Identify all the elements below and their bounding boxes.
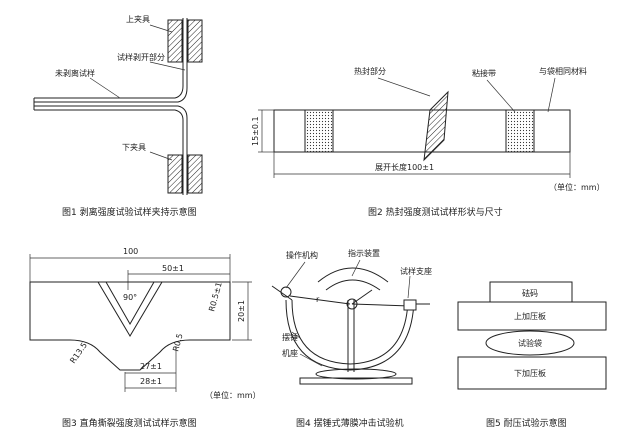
fig2-caption: 图2 热封强度测试试样形状与尺寸 bbox=[368, 206, 503, 218]
sample-strip-lower-inner bbox=[34, 109, 184, 195]
sample-strip-upper-inner bbox=[34, 18, 188, 103]
v-notch bbox=[97, 281, 163, 337]
lower-clamp-left bbox=[167, 154, 183, 194]
fig3-unit-label: （单位：mm） bbox=[205, 390, 261, 400]
fig5-caption: 图5 耐压试验示意图 bbox=[486, 417, 567, 429]
peeled-part-label: 试样剥开部分 bbox=[117, 52, 165, 62]
r05b-label: R0.5 bbox=[171, 333, 184, 353]
upper-clamp-label: 上夹具 bbox=[126, 14, 150, 24]
length-dim-label: 展开长度100±1 bbox=[375, 162, 434, 172]
weight-label: 砝码 bbox=[522, 288, 538, 298]
lower-clamp-label: 下夹具 bbox=[122, 142, 146, 152]
fig4-pendulum-impact-tester: 操作机构 指示装置 试样支座 摆锤 机座 r 图4 摆锤式薄膜冲击试验机 bbox=[271, 248, 432, 429]
dim-20-label: 20±1 bbox=[237, 300, 246, 322]
r-label: r bbox=[316, 295, 320, 304]
upper-plate-label: 上加压板 bbox=[514, 311, 546, 321]
adhesive-tape-left bbox=[304, 109, 334, 153]
fig4-caption: 图4 摆锤式薄膜冲击试验机 bbox=[296, 417, 404, 429]
sample-strip-lower bbox=[34, 105, 188, 195]
fig2-unit-label: （单位：mm） bbox=[549, 182, 605, 192]
dim-27-label: 27±1 bbox=[140, 362, 162, 371]
r05-label: R0.5±1 bbox=[207, 281, 223, 312]
lower-plate-label: 下加压板 bbox=[514, 368, 546, 378]
test-bag-label: 试验袋 bbox=[518, 338, 542, 348]
indicator-label: 指示装置 bbox=[348, 248, 380, 258]
lower-clamp-right bbox=[187, 154, 203, 194]
indicator-scale bbox=[317, 267, 389, 283]
fig5-pressure-test: 砝码 上加压板 试验袋 下加压板 图5 耐压试验示意图 bbox=[457, 281, 607, 429]
sample-strip-upper bbox=[34, 18, 184, 99]
pendulum-arc bbox=[285, 299, 415, 371]
heat-seal-part bbox=[423, 90, 449, 162]
adhesive-tape-right bbox=[505, 109, 535, 153]
sample-support-label: 试样支座 bbox=[400, 266, 432, 276]
dim-50-label: 50±1 bbox=[162, 264, 184, 273]
dim-100-label: 100 bbox=[123, 247, 138, 256]
adhesive-tape-label: 粘接带 bbox=[472, 68, 496, 78]
angle-label: 90° bbox=[123, 293, 137, 302]
fig1-caption: 图1 剥离强度试验试样夹持示意图 bbox=[62, 206, 197, 218]
fig3-right-angle-tear-specimen: 100 50±1 90° 20±1 R0.5±1 R0.5 R13.5 27±1… bbox=[29, 247, 261, 429]
test-bag bbox=[485, 330, 575, 356]
lower-plate bbox=[457, 356, 607, 390]
fig1-peel-clamp-diagram: 上夹具 试样剥开部分 未剥离试样 下夹具 图1 剥离强度试验试样夹持示意图 bbox=[33, 14, 203, 218]
tear-specimen-outline bbox=[29, 281, 231, 371]
operating-mechanism-label: 操作机构 bbox=[286, 250, 318, 260]
same-material-label: 与袋相同材料 bbox=[539, 66, 587, 76]
dim-28-label: 28±1 bbox=[140, 377, 162, 386]
upper-clamp-right bbox=[187, 19, 203, 63]
r13-label: R13.5 bbox=[68, 341, 89, 365]
heat-seal-label: 热封部分 bbox=[354, 66, 386, 76]
upper-clamp-left bbox=[167, 19, 183, 63]
unpeeled-sample-label: 未剥离试样 bbox=[55, 68, 95, 78]
fig2-heat-seal-specimen: 15±0.1 展开长度100±1 热封部分 粘接带 与袋相同材料 （单位：mm）… bbox=[251, 66, 605, 218]
upper-plate bbox=[457, 301, 607, 331]
width-dim-label: 15±0.1 bbox=[251, 116, 260, 146]
base-label: 机座 bbox=[282, 348, 298, 358]
pendulum-label: 摆锤 bbox=[282, 332, 298, 342]
fig3-caption: 图3 直角撕裂强度测试试样示意图 bbox=[62, 417, 197, 429]
